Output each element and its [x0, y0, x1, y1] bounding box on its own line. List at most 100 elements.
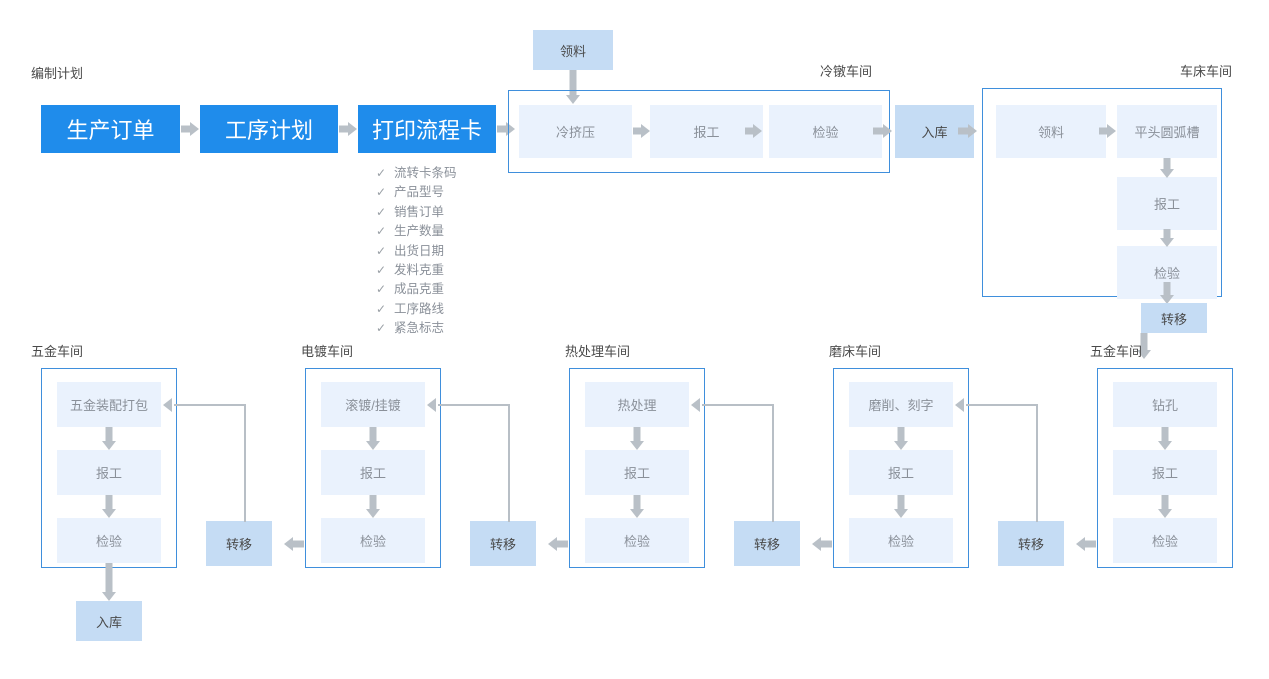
transfer-box-2[interactable]: 转移 — [470, 521, 536, 566]
checklist-item: ✓ 发料克重 — [376, 261, 457, 280]
check-icon: ✓ — [376, 263, 387, 278]
planning-box-print-routing-card[interactable]: 打印流程卡 — [358, 105, 496, 153]
step-lathe-inspect[interactable]: 检验 — [1117, 246, 1217, 299]
arrow-card-to-coldheading — [497, 122, 515, 136]
elbow-vertical-4 — [1036, 404, 1038, 522]
arrow-electroplating-to-transfer-1 — [284, 537, 304, 551]
workshop-container-hardware-right — [1097, 368, 1233, 568]
workshop-container-lathe — [982, 88, 1222, 297]
checklist-item-label: 发料克重 — [394, 263, 445, 278]
transfer-box-1[interactable]: 转移 — [206, 521, 272, 566]
step-barrel-rack-plating[interactable]: 滚镀/挂镀 — [321, 382, 425, 427]
section-label-planning: 编制计划 — [31, 66, 84, 81]
step-electroplating-inspect[interactable]: 检验 — [321, 518, 425, 563]
elbow-horizontal-4 — [966, 404, 1037, 406]
checklist-item-label: 流转卡条码 — [394, 166, 457, 180]
check-icon: ✓ — [376, 166, 387, 180]
step-grinding-inspect[interactable]: 检验 — [849, 518, 953, 563]
step-lathe-report[interactable]: 报工 — [1117, 177, 1217, 230]
arrow-pickmaterial-to-coldextrusion — [566, 70, 580, 104]
routing-card-checklist: ✓流转卡条码 ✓产品型号 ✓销售订单 ✓生产数量 ✓出货日期 ✓发料克重 ✓成品… — [376, 164, 457, 339]
checklist-item: ✓ 成品克重 — [376, 280, 457, 299]
transfer-box-4[interactable]: 转移 — [998, 521, 1064, 566]
arrow-transfer-to-hardware-right — [1137, 333, 1151, 359]
arrow-lathereport-to-inspect — [1160, 229, 1174, 247]
step-heattreat-report[interactable]: 报工 — [585, 450, 689, 495]
arrow-drilling-to-report — [1158, 427, 1172, 450]
arrow-heattreat-to-report — [630, 427, 644, 450]
check-icon: ✓ — [376, 204, 387, 219]
checklist-item-label: 出货日期 — [394, 243, 445, 258]
workshop-label-lathe: 车床车间 — [1180, 64, 1233, 79]
step-hardware-assembly-packing[interactable]: 五金装配打包 — [57, 382, 161, 427]
transfer-box-3[interactable]: 转移 — [734, 521, 800, 566]
arrow-plating-to-report — [366, 427, 380, 450]
checklist-item-label: 产品型号 — [394, 185, 445, 200]
checklist-item-label: 成品克重 — [394, 282, 445, 297]
top-pick-material-box[interactable]: 领料 — [533, 30, 613, 70]
arrow-warehouse-to-lathe — [958, 124, 978, 138]
warehouse-in-box-final[interactable]: 入库 — [76, 601, 142, 641]
checklist-item-label: 工序路线 — [394, 301, 445, 316]
step-hardware-left-inspect[interactable]: 检验 — [57, 518, 161, 563]
step-electroplating-report[interactable]: 报工 — [321, 450, 425, 495]
arrow-report-to-inspect-heattreat — [630, 495, 644, 518]
workshop-container-heat-treatment — [569, 368, 705, 568]
arrow-hardware-right-to-transfer-4 — [1076, 537, 1096, 551]
arrow-lathepick-to-arcgroove — [1099, 124, 1116, 138]
step-drilling[interactable]: 钻孔 — [1113, 382, 1217, 427]
step-coldheading-inspect[interactable]: 检验 — [769, 105, 882, 158]
step-grinding-report[interactable]: 报工 — [849, 450, 953, 495]
workshop-label-hardware-left: 五金车间 — [31, 344, 84, 359]
arrowhead-elbow-4 — [955, 398, 969, 412]
checklist-item: ✓ 产品型号 — [376, 183, 457, 202]
elbow-vertical-1 — [244, 404, 246, 522]
checklist-item-label: 生产数量 — [394, 224, 445, 239]
elbow-horizontal-2 — [438, 404, 509, 406]
arrow-report-to-inspect-hardware-right — [1158, 495, 1172, 518]
checklist-item: ✓ 流转卡条码 — [376, 164, 457, 183]
checklist-item: ✓ 生产数量 — [376, 222, 457, 241]
elbow-vertical-3 — [772, 404, 774, 522]
step-grinding-engraving[interactable]: 磨削、刻字 — [849, 382, 953, 427]
checklist-item-label: 销售订单 — [394, 204, 445, 219]
checklist-item: ✓工序路线 — [376, 300, 457, 319]
arrowhead-elbow-1 — [163, 398, 177, 412]
step-hardware-left-report[interactable]: 报工 — [57, 450, 161, 495]
elbow-horizontal-3 — [702, 404, 773, 406]
workshop-label-hardware-right: 五金车间 — [1090, 344, 1143, 359]
check-icon: ✓ — [376, 321, 387, 336]
step-heat-treatment[interactable]: 热处理 — [585, 382, 689, 427]
step-heattreat-inspect[interactable]: 检验 — [585, 518, 689, 563]
check-icon: ✓ — [376, 185, 387, 200]
elbow-vertical-2 — [508, 404, 510, 522]
workshop-label-cold-heading: 冷镦车间 — [820, 64, 873, 79]
arrow-heattreat-to-transfer-2 — [548, 537, 568, 551]
arrow-report-to-inspect-hardware-left — [102, 495, 116, 518]
arrow-coldheading-to-warehouse — [873, 124, 893, 138]
step-lathe-pick-material[interactable]: 领料 — [996, 105, 1106, 158]
planning-box-process-plan[interactable]: 工序计划 — [200, 105, 338, 153]
checklist-item: ✓ 销售订单 — [376, 203, 457, 222]
checklist-item: ✓出货日期 — [376, 242, 457, 261]
workshop-label-heat-treatment: 热处理车间 — [565, 344, 631, 359]
arrow-report-to-inspect-electroplating — [366, 495, 380, 518]
arrow-report-to-inspect-coldheading — [745, 124, 762, 138]
step-cold-extrusion[interactable]: 冷挤压 — [519, 105, 632, 158]
elbow-horizontal-1 — [174, 404, 245, 406]
transfer-box-after-lathe[interactable]: 转移 — [1141, 303, 1207, 333]
checklist-item-label: 紧急标志 — [394, 321, 445, 336]
check-icon: ✓ — [376, 224, 387, 239]
workshop-label-electroplating: 电镀车间 — [301, 344, 354, 359]
step-hardware-right-report[interactable]: 报工 — [1113, 450, 1217, 495]
check-icon: ✓ — [376, 282, 387, 297]
step-hardware-right-inspect[interactable]: 检验 — [1113, 518, 1217, 563]
arrowhead-elbow-2 — [427, 398, 441, 412]
workshop-container-electroplating — [305, 368, 441, 568]
step-flathead-arc-groove[interactable]: 平头圆弧槽 — [1117, 105, 1217, 158]
arrow-report-to-inspect-grinding — [894, 495, 908, 518]
arrow-grinding-to-report — [894, 427, 908, 450]
step-coldheading-report[interactable]: 报工 — [650, 105, 763, 158]
planning-box-production-order[interactable]: 生产订单 — [41, 105, 180, 153]
